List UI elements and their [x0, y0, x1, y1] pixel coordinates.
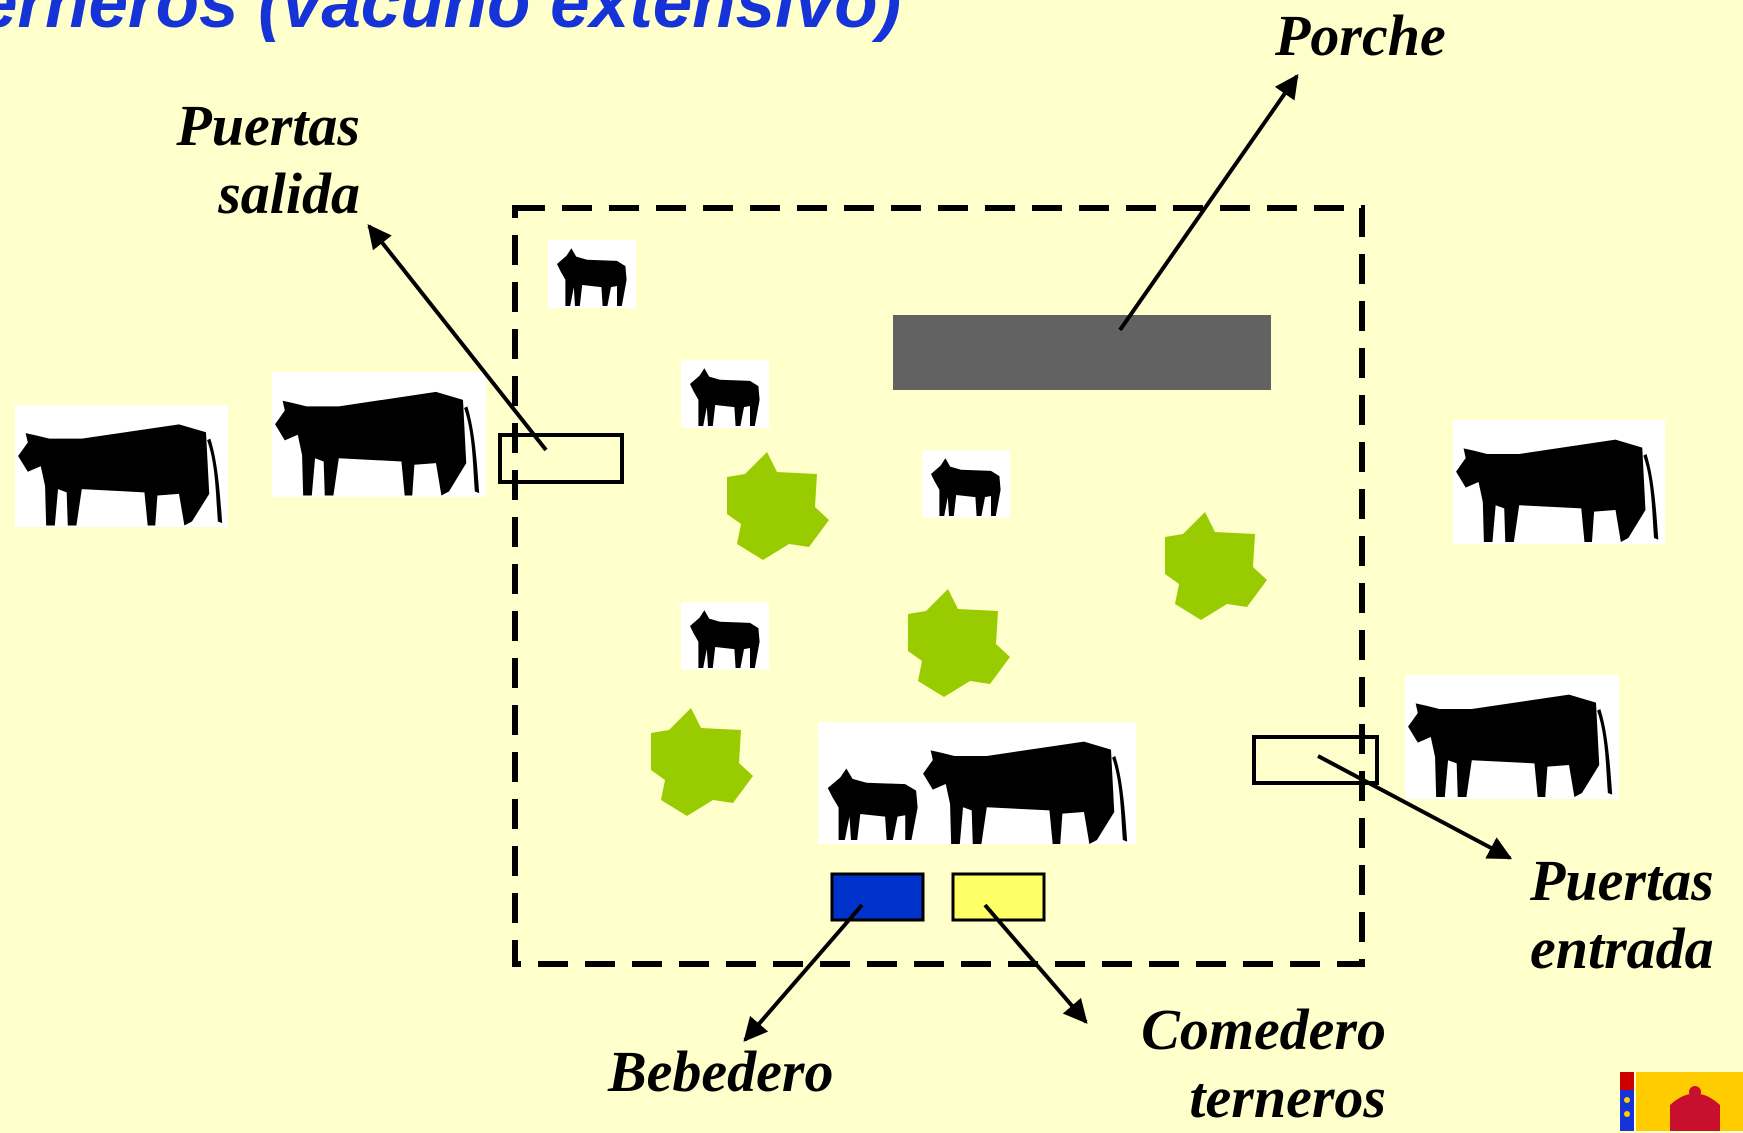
- comedero-arrow: [983, 903, 1088, 1024]
- exit-gates-label-line2: salida: [218, 161, 360, 227]
- entry-gates-label: Puertas entrada: [1530, 847, 1714, 984]
- porche-shelter: [893, 315, 1271, 390]
- calf-icon: [681, 602, 769, 670]
- comedero-label-line2: terneros: [1189, 1065, 1386, 1131]
- exit-gate-arrow: [367, 224, 548, 452]
- bush-icon: [1165, 512, 1267, 620]
- porche-label: Porche: [1275, 3, 1446, 68]
- cow-icon: [15, 405, 228, 527]
- bush-icon: [651, 708, 753, 816]
- calf-icon: [681, 360, 769, 428]
- bush-icon: [908, 589, 1010, 697]
- entry-gates-label-line1: Puertas: [1530, 848, 1714, 913]
- cow-icon: [1453, 420, 1665, 544]
- exit-gates-label: Puertas salida: [154, 92, 360, 229]
- entry-gate-arrow: [1317, 754, 1513, 860]
- bebedero-label: Bebedero: [608, 1039, 834, 1104]
- page-title: erneros (vacuno extensivo): [0, 0, 902, 43]
- calf-feeder: [951, 872, 1046, 922]
- exit-gates-label-line1: Puertas: [176, 93, 360, 158]
- calf-icon: [548, 240, 636, 308]
- cow-with-calf-icon: [818, 722, 1136, 844]
- cow-icon: [1405, 675, 1619, 799]
- cow-icon: [272, 372, 486, 497]
- comedero-label-line1: Comedero: [1141, 997, 1386, 1062]
- flag-logo-icon: [1620, 1072, 1743, 1131]
- calf-icon: [922, 450, 1010, 518]
- comedero-label: Comedero terneros: [1110, 996, 1386, 1133]
- entry-gates-label-line2: entrada: [1530, 916, 1714, 982]
- porche-arrow: [1118, 74, 1299, 332]
- bush-icon: [727, 452, 829, 560]
- bebedero-arrow: [743, 903, 864, 1042]
- entry-gate: [1252, 735, 1379, 785]
- water-trough: [830, 872, 925, 922]
- exit-gate: [498, 433, 624, 484]
- enclosure-boundary: [512, 205, 1365, 967]
